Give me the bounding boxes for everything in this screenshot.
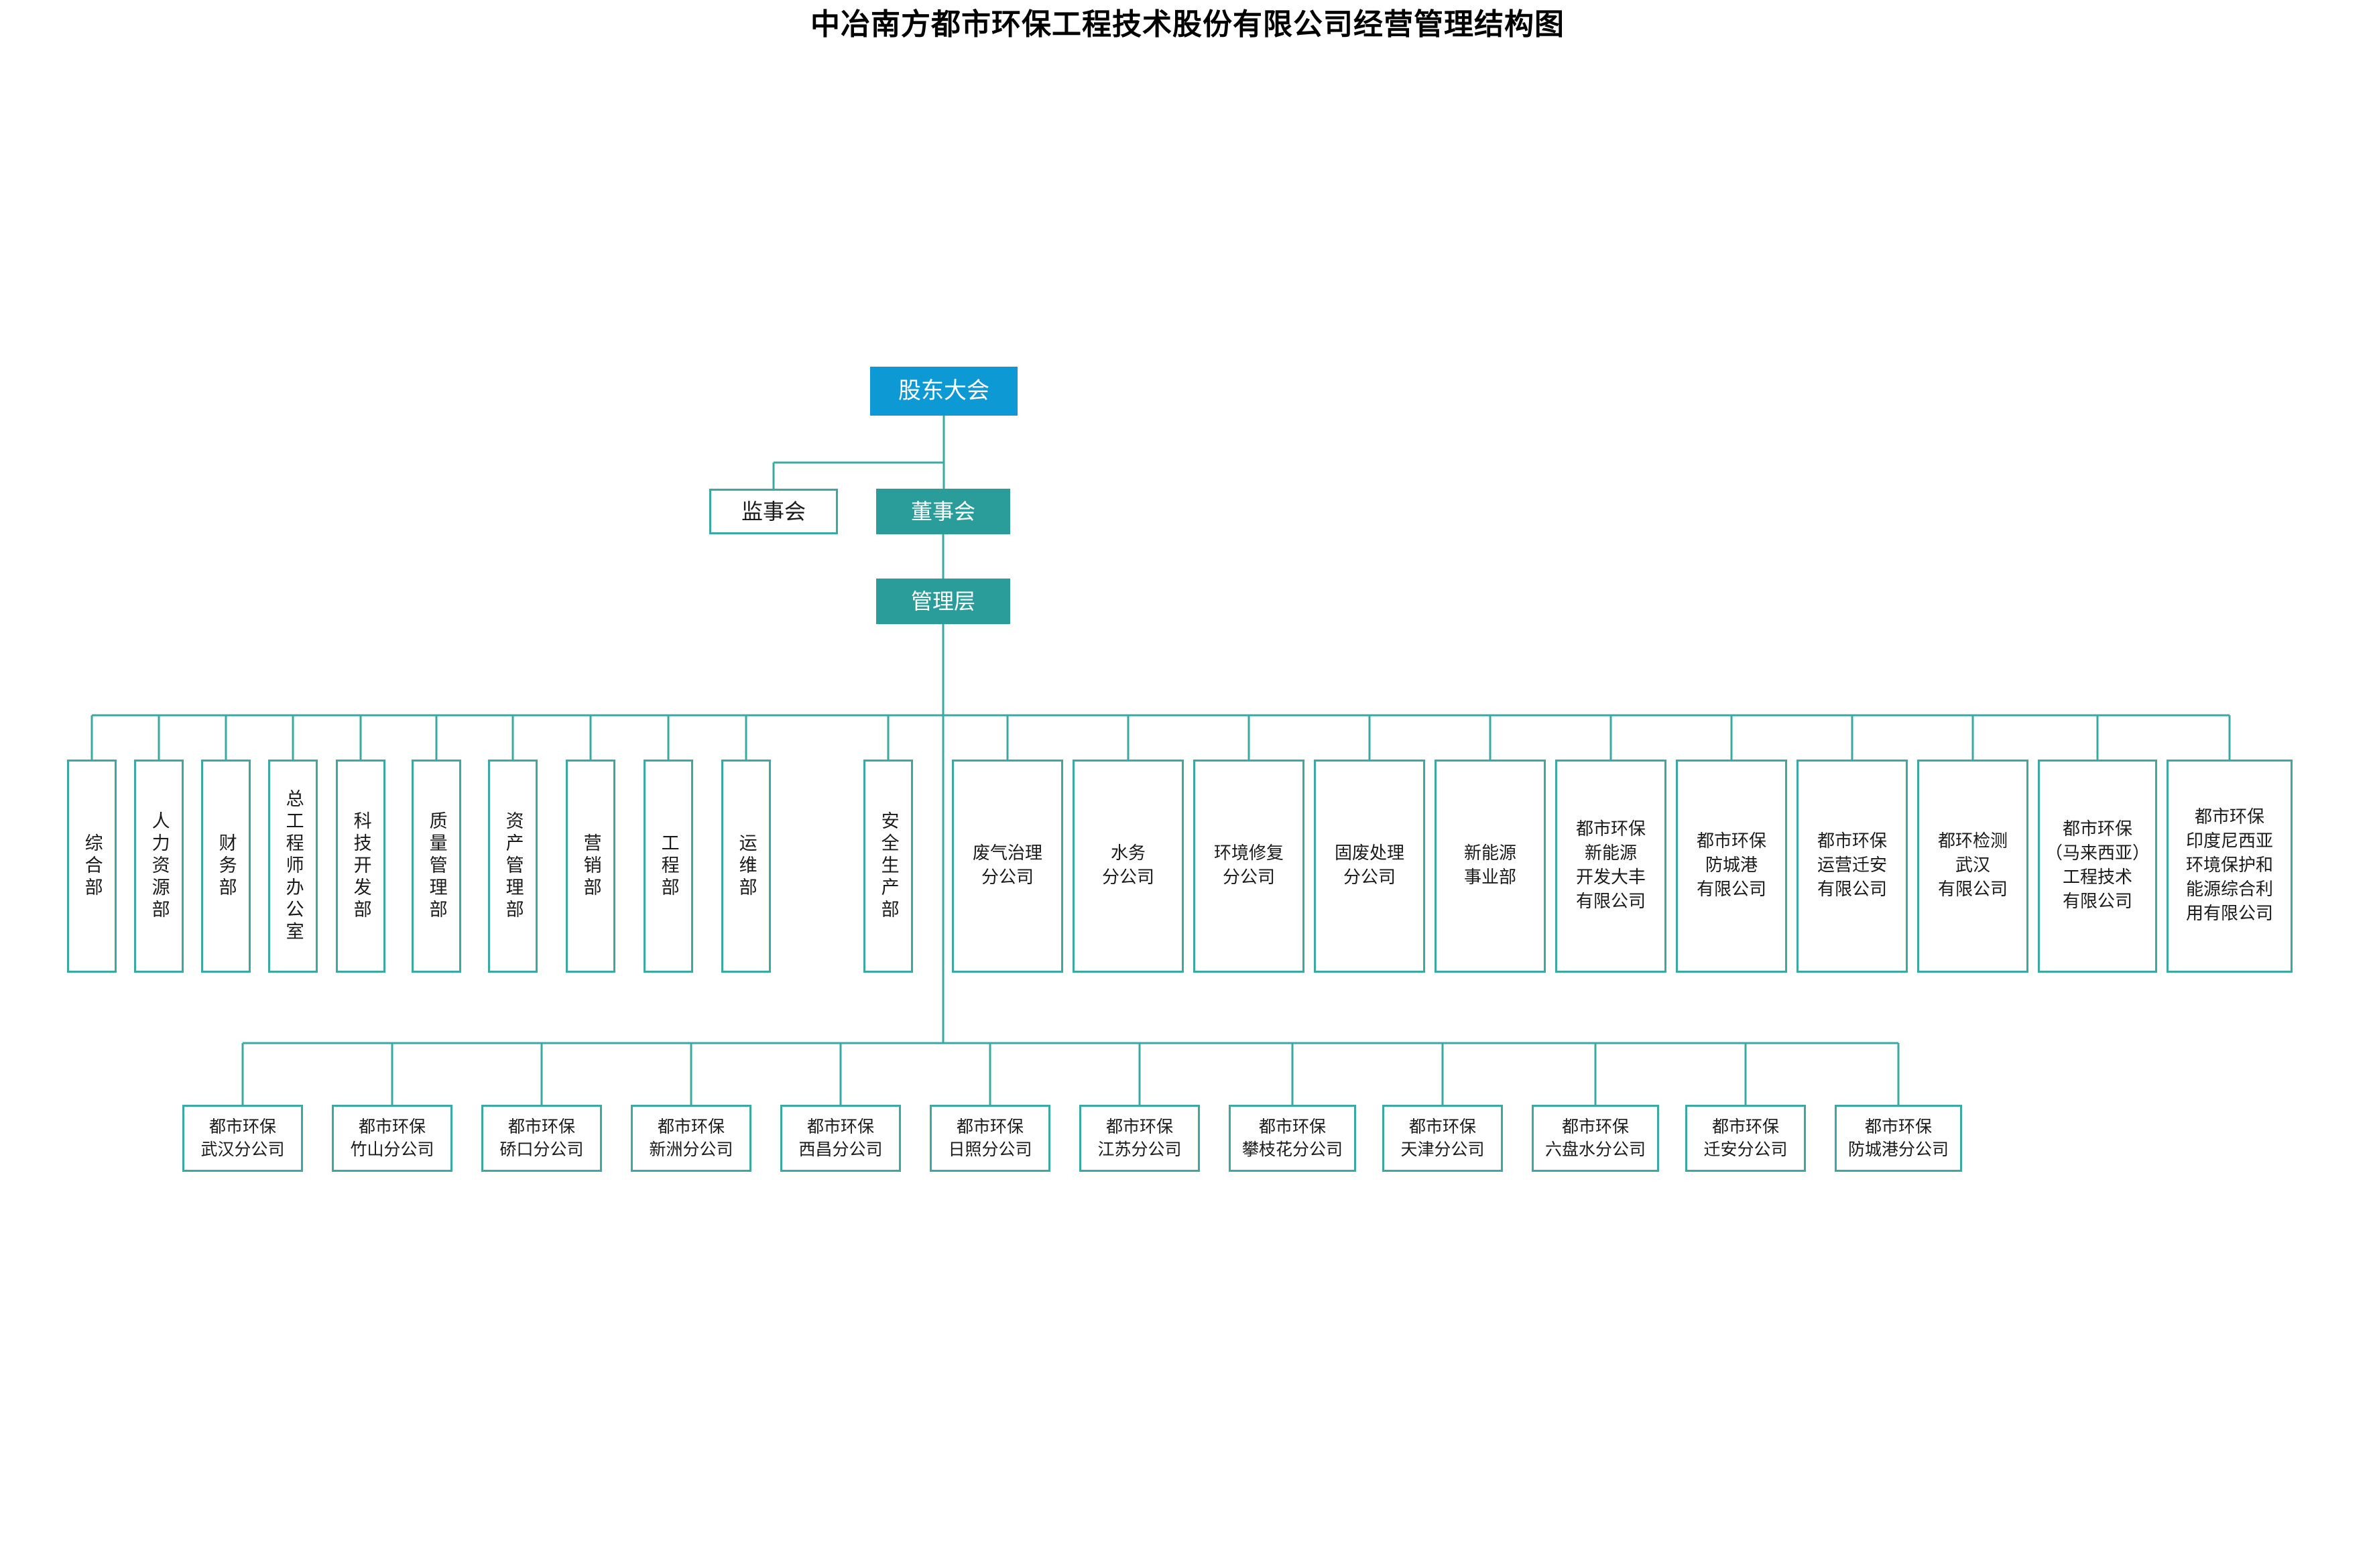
node-branch-4[interactable]: 都市环保 西昌分公司 bbox=[780, 1105, 901, 1172]
node-label: 环境修复 分公司 bbox=[1213, 843, 1284, 888]
node-label: 工程部 bbox=[658, 833, 679, 900]
node-label: 股东大会 bbox=[898, 377, 989, 405]
node-label: 都市环保 迁安分公司 bbox=[1703, 1116, 1788, 1160]
node-department-6[interactable]: 资产管理部 bbox=[488, 760, 538, 973]
node-branch-6[interactable]: 都市环保 江苏分公司 bbox=[1079, 1105, 1200, 1172]
node-business-unit-7[interactable]: 都市环保 运营迁安 有限公司 bbox=[1797, 760, 1908, 973]
node-branch-7[interactable]: 都市环保 攀枝花分公司 bbox=[1229, 1105, 1356, 1172]
node-label: 营销部 bbox=[580, 833, 601, 900]
node-label: 都市环保 运营迁安 有限公司 bbox=[1817, 831, 1887, 900]
node-business-unit-0[interactable]: 废气治理 分公司 bbox=[952, 760, 1063, 973]
node-label: 都市环保 西昌分公司 bbox=[798, 1116, 883, 1160]
node-label: 总工程师办公室 bbox=[282, 788, 304, 944]
node-label: 都市环保 硚口分公司 bbox=[499, 1116, 584, 1160]
node-department-8[interactable]: 工程部 bbox=[644, 760, 693, 973]
node-label: 都市环保 天津分公司 bbox=[1400, 1116, 1485, 1160]
node-label: 都市环保 印度尼西亚 环境保护和 能源综合利 用有限公司 bbox=[2185, 807, 2273, 924]
node-label: 固废处理 分公司 bbox=[1334, 843, 1404, 888]
node-label: 都市环保 新洲分公司 bbox=[649, 1116, 733, 1160]
node-branch-10[interactable]: 都市环保 迁安分公司 bbox=[1685, 1105, 1806, 1172]
node-branch-5[interactable]: 都市环保 日照分公司 bbox=[930, 1105, 1050, 1172]
node-business-unit-4[interactable]: 新能源 事业部 bbox=[1435, 760, 1546, 973]
node-label: 人力资源部 bbox=[148, 810, 170, 922]
node-label: 都市环保 （马来西亚） 工程技术 有限公司 bbox=[2045, 819, 2150, 912]
node-branch-8[interactable]: 都市环保 天津分公司 bbox=[1382, 1105, 1503, 1172]
node-label: 财务部 bbox=[215, 833, 237, 900]
node-board-of-directors[interactable]: 董事会 bbox=[876, 489, 1010, 534]
node-business-unit-1[interactable]: 水务 分公司 bbox=[1073, 760, 1184, 973]
node-label: 都市环保 新能源 开发大丰 有限公司 bbox=[1575, 819, 1646, 912]
node-branch-11[interactable]: 都市环保 防城港分公司 bbox=[1835, 1105, 1962, 1172]
node-label: 综合部 bbox=[81, 833, 103, 900]
node-business-unit-2[interactable]: 环境修复 分公司 bbox=[1193, 760, 1304, 973]
node-label: 运维部 bbox=[735, 833, 757, 900]
node-label: 都市环保 六盘水分公司 bbox=[1544, 1116, 1646, 1160]
node-label: 都市环保 竹山分公司 bbox=[350, 1116, 434, 1160]
node-business-unit-8[interactable]: 都环检测 武汉 有限公司 bbox=[1917, 760, 2028, 973]
node-department-10[interactable]: 安全生产部 bbox=[863, 760, 913, 973]
node-department-5[interactable]: 质量管理部 bbox=[412, 760, 461, 973]
node-label: 都市环保 防城港分公司 bbox=[1847, 1116, 1949, 1160]
node-branch-9[interactable]: 都市环保 六盘水分公司 bbox=[1532, 1105, 1659, 1172]
node-business-unit-9[interactable]: 都市环保 （马来西亚） 工程技术 有限公司 bbox=[2038, 760, 2157, 973]
node-department-2[interactable]: 财务部 bbox=[201, 760, 251, 973]
node-department-3[interactable]: 总工程师办公室 bbox=[268, 760, 318, 973]
node-label: 水务 分公司 bbox=[1101, 843, 1154, 888]
node-branch-3[interactable]: 都市环保 新洲分公司 bbox=[631, 1105, 751, 1172]
node-label: 都市环保 武汉分公司 bbox=[200, 1116, 285, 1160]
node-label: 都市环保 日照分公司 bbox=[948, 1116, 1032, 1160]
node-shareholders-meeting[interactable]: 股东大会 bbox=[870, 367, 1018, 416]
node-business-unit-3[interactable]: 固废处理 分公司 bbox=[1314, 760, 1425, 973]
node-department-4[interactable]: 科技开发部 bbox=[336, 760, 385, 973]
node-label: 管理层 bbox=[910, 588, 975, 614]
node-board-of-supervisors[interactable]: 监事会 bbox=[709, 489, 838, 534]
node-branch-0[interactable]: 都市环保 武汉分公司 bbox=[182, 1105, 303, 1172]
node-department-9[interactable]: 运维部 bbox=[721, 760, 771, 973]
node-business-unit-6[interactable]: 都市环保 防城港 有限公司 bbox=[1676, 760, 1787, 973]
node-label: 新能源 事业部 bbox=[1463, 843, 1516, 888]
node-label: 资产管理部 bbox=[502, 810, 524, 922]
node-department-7[interactable]: 营销部 bbox=[566, 760, 615, 973]
node-branch-1[interactable]: 都市环保 竹山分公司 bbox=[332, 1105, 452, 1172]
node-department-0[interactable]: 综合部 bbox=[67, 760, 117, 973]
node-label: 都市环保 攀枝花分公司 bbox=[1241, 1116, 1343, 1160]
node-label: 都环检测 武汉 有限公司 bbox=[1937, 831, 2008, 900]
node-label: 董事会 bbox=[910, 498, 975, 524]
node-department-1[interactable]: 人力资源部 bbox=[134, 760, 184, 973]
node-business-unit-5[interactable]: 都市环保 新能源 开发大丰 有限公司 bbox=[1555, 760, 1666, 973]
node-management[interactable]: 管理层 bbox=[876, 579, 1010, 624]
node-label: 废气治理 分公司 bbox=[972, 843, 1042, 888]
node-label: 质量管理部 bbox=[426, 810, 447, 922]
page-title: 中冶南方都市环保工程技术股份有限公司经营管理结构图 bbox=[810, 7, 1565, 42]
node-label: 安全生产部 bbox=[877, 810, 899, 922]
node-label: 都市环保 防城港 有限公司 bbox=[1696, 831, 1766, 900]
node-business-unit-10[interactable]: 都市环保 印度尼西亚 环境保护和 能源综合利 用有限公司 bbox=[2167, 760, 2293, 973]
node-label: 监事会 bbox=[741, 498, 806, 524]
node-label: 科技开发部 bbox=[350, 810, 371, 922]
node-branch-2[interactable]: 都市环保 硚口分公司 bbox=[481, 1105, 602, 1172]
node-label: 都市环保 江苏分公司 bbox=[1097, 1116, 1182, 1160]
